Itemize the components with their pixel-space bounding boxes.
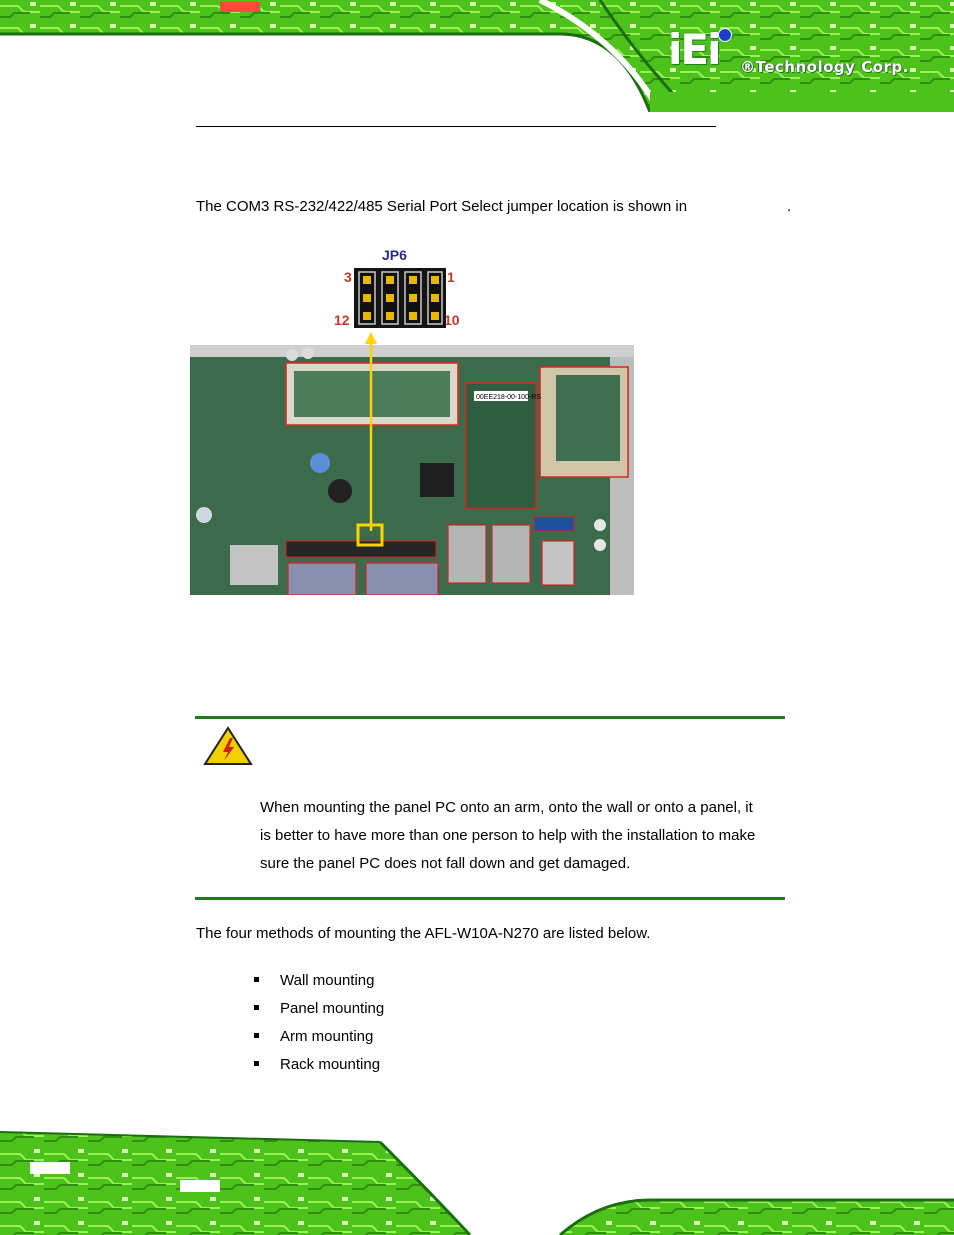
intro-sentence: The COM3 RS-232/422/485 Serial Port Sele… xyxy=(196,198,688,215)
warning-icon xyxy=(203,726,253,766)
bullet-icon xyxy=(254,1061,259,1066)
motherboard-graphic: 00EE218-00-100-RS xyxy=(190,345,634,595)
pin-label-12: 12 xyxy=(334,312,350,328)
board-label: 00EE218-00-100-RS xyxy=(476,394,541,401)
warning-line-1: When mounting the panel PC onto an arm, … xyxy=(260,799,753,816)
methods-intro: The four methods of mounting the AFL-W10… xyxy=(196,925,651,942)
company-logo: iEi ®Technology Corp. xyxy=(668,28,928,78)
warning-top-rule xyxy=(195,716,785,719)
bullet-icon xyxy=(254,977,259,982)
pcb-header-graphic xyxy=(0,0,954,112)
jumper-location-figure: JP6 3 1 12 10 xyxy=(190,244,634,596)
bullet-icon xyxy=(254,1005,259,1010)
section-rule xyxy=(196,126,716,127)
logo-mark: iEi xyxy=(668,25,722,74)
pin-label-10: 10 xyxy=(444,312,460,328)
footer-banner xyxy=(0,1122,954,1235)
logo-dot-icon xyxy=(718,28,732,42)
bullet-icon xyxy=(254,1033,259,1038)
warning-bottom-rule xyxy=(195,897,785,900)
jumper-header-graphic xyxy=(354,268,446,328)
motherboard-photo: 00EE218-00-100-RS xyxy=(190,345,634,595)
logo-text: ®Technology Corp. xyxy=(740,58,909,76)
jumper-pins-graphic xyxy=(354,268,446,328)
intro-end-punct: . xyxy=(787,198,792,215)
header-banner: iEi ®Technology Corp. xyxy=(0,0,954,112)
pin-label-1: 1 xyxy=(447,269,455,285)
pcb-footer-graphic xyxy=(0,1122,954,1235)
warning-line-2: is better to have more than one person t… xyxy=(260,827,756,844)
warning-line-3: sure the panel PC does not fall down and… xyxy=(260,855,631,872)
pin-label-3: 3 xyxy=(344,269,352,285)
jumper-pointer-arrow xyxy=(365,332,377,531)
jumper-label: JP6 xyxy=(382,247,407,263)
